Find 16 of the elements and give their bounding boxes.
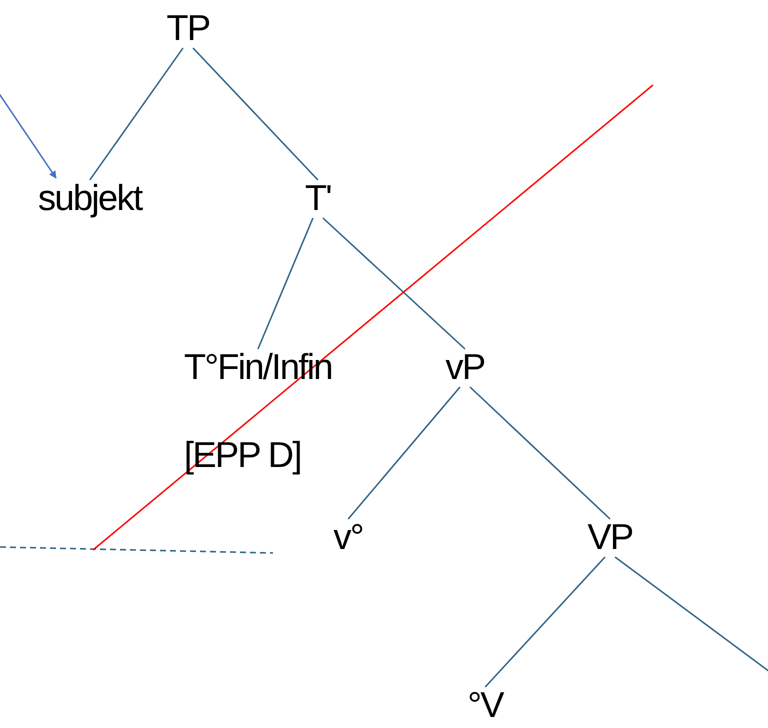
tree-label: subjekt	[38, 180, 142, 216]
arrow	[0, 92, 57, 179]
tree-branch-line	[192, 47, 318, 181]
tree-label: °V	[468, 687, 503, 723]
tree-label: vP	[446, 349, 485, 385]
tree-branch-line	[89, 48, 184, 180]
tree-branch-line	[348, 386, 461, 520]
tree-label: v°	[334, 519, 363, 555]
tree-branch-line	[257, 218, 314, 350]
tree-branch-line	[614, 556, 768, 673]
tree-branch-line	[322, 217, 466, 350]
tree-label: VP	[588, 519, 633, 555]
tree-label: T'	[305, 180, 331, 216]
tree-branch-line	[484, 556, 606, 688]
tree-branch-line	[470, 386, 611, 520]
tree-label: TP	[166, 10, 210, 46]
